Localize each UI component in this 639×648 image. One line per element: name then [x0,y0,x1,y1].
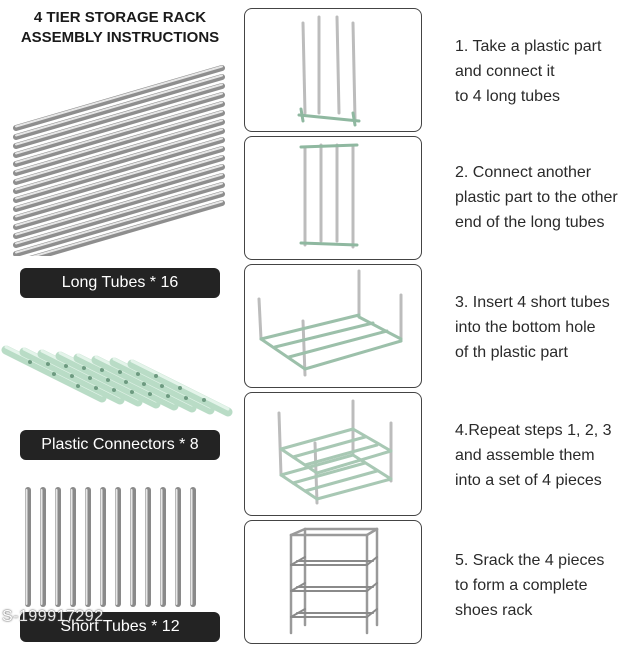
page-title: 4 TIER STORAGE RACK ASSEMBLY INSTRUCTION… [0,8,240,48]
long-tube [29,200,225,256]
watermark: S-199917292 [2,608,104,625]
long-tube [13,110,225,176]
step-5-text: 5. Srack the 4 pieces to form a complete… [455,552,605,619]
short-tubes-illustration [25,487,196,607]
step-2-text: 2. Connect another plastic part to the o… [455,164,618,231]
long-tube [13,137,225,203]
long-tube [13,65,225,131]
long-tubes-illustration [13,65,225,256]
plastic-connector [127,359,233,417]
step-3-text: 3. Insert 4 short tubes into the bottom … [455,294,610,361]
long-tube [13,164,225,230]
long-tube [13,155,225,221]
long-tube [13,119,225,185]
short-tubes-label: Short Tubes * 12 [20,612,220,642]
long-tube [13,146,225,212]
step-3-image [244,264,422,388]
step-5-image [244,520,422,644]
step-1-text: 1. Take a plastic part and connect it to… [455,38,602,105]
long-tube [13,128,225,194]
long-tube [13,191,225,256]
title-line-2: ASSEMBLY INSTRUCTIONS [20,29,220,46]
long-tube [13,182,225,248]
long-tube [13,173,225,239]
step-2-image [244,136,422,260]
title-line-1: 4 TIER STORAGE RACK [33,9,207,26]
long-tube [13,101,225,167]
long-tubes-label: Long Tubes * 16 [20,268,220,298]
step-4-text: 4.Repeat steps 1, 2, 3 and assemble them… [455,422,612,489]
step-4-image [244,392,422,516]
plastic-connectors-illustration [1,345,233,417]
step-1-image [244,8,422,132]
long-tube [13,92,225,158]
long-tube [13,74,225,140]
plastic-connectors-label: Plastic Connectors * 8 [20,430,220,460]
long-tube [13,83,225,149]
